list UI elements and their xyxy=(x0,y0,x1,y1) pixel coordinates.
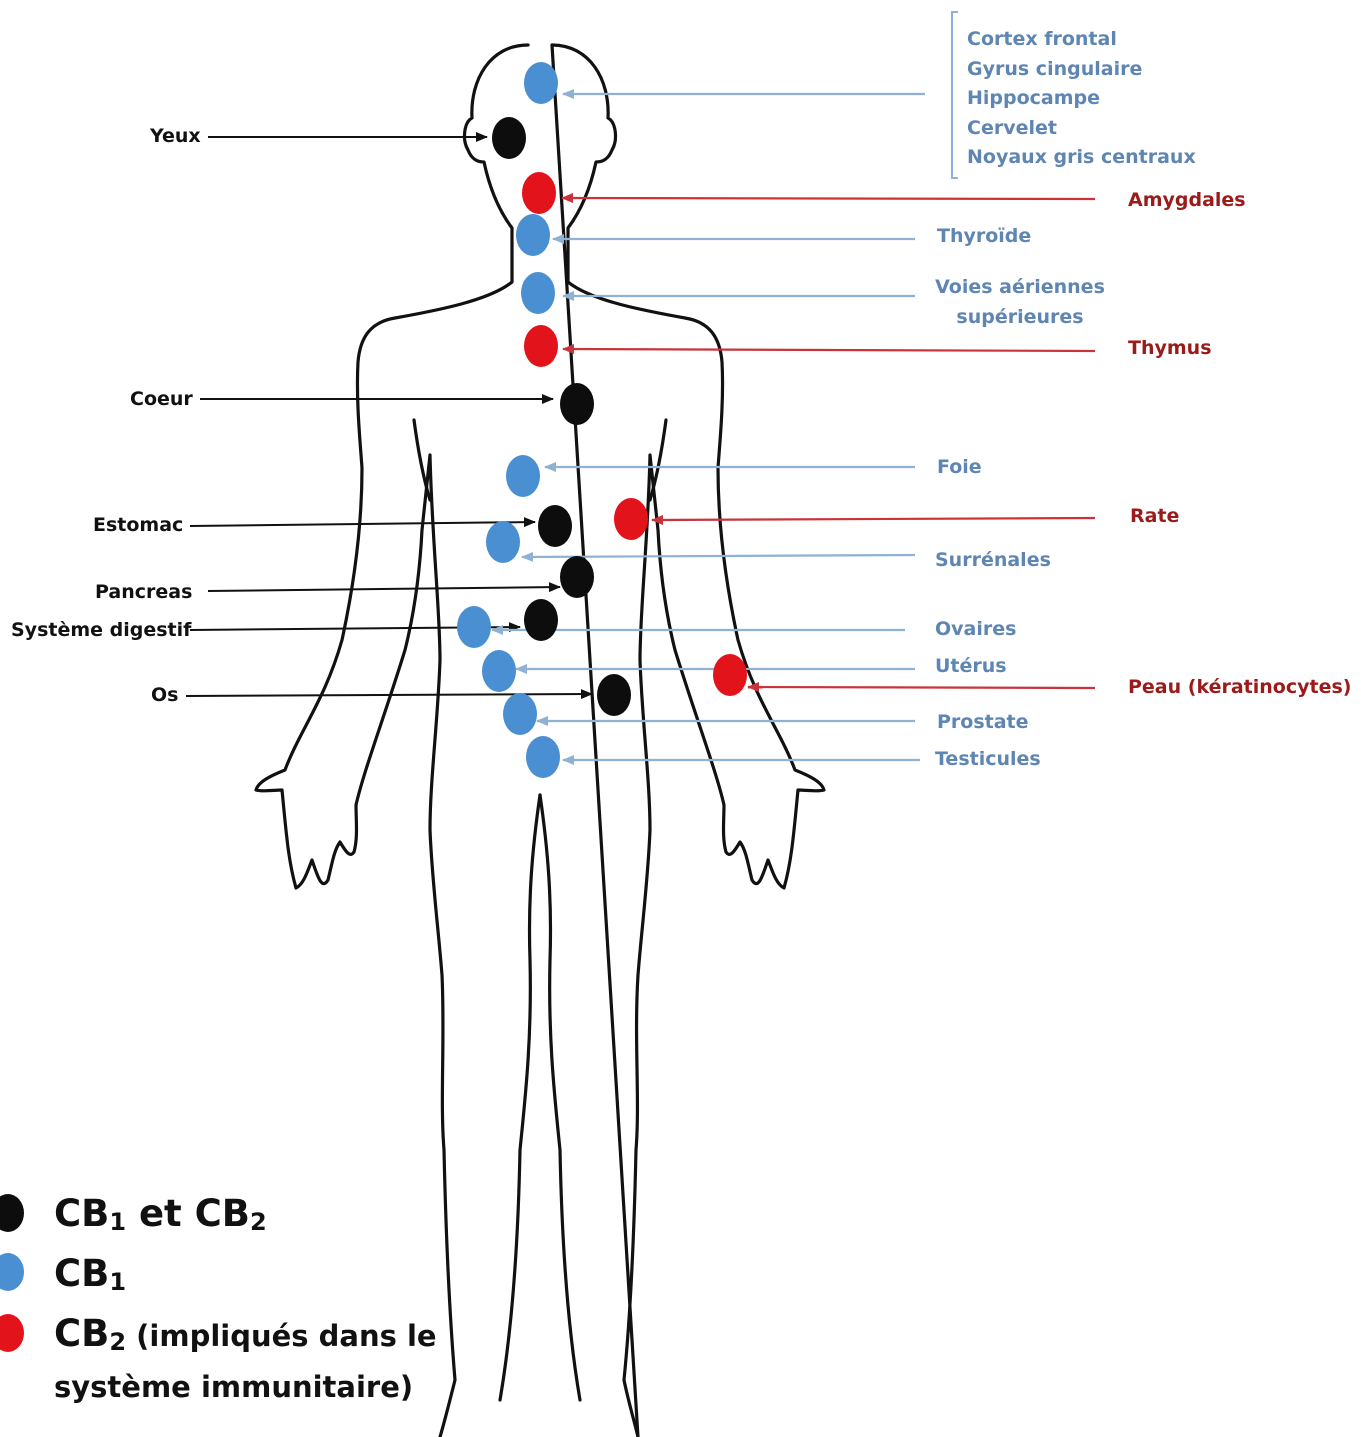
brain-bracket xyxy=(952,12,958,178)
brain-region: Hippocampe xyxy=(967,84,1196,114)
dot-thymus xyxy=(524,325,558,367)
legend-cb2-sub: 2 xyxy=(109,1328,126,1356)
label-voies-line1: Voies aériennes xyxy=(920,272,1120,302)
legend-cb1: CB1 xyxy=(54,1252,126,1296)
legend-cb1-cb: CB xyxy=(54,1252,109,1295)
dot-ovaires xyxy=(457,606,491,648)
dot-cortex xyxy=(524,62,558,104)
label-peau: Peau (kératinocytes) xyxy=(1128,678,1351,697)
dot-thyroide xyxy=(516,214,550,256)
dot-os xyxy=(597,674,631,716)
dot-surrenales xyxy=(486,521,520,563)
label-ovaires: Ovaires xyxy=(935,620,1016,639)
dot-rate xyxy=(614,498,648,540)
dot-prostate xyxy=(503,693,537,735)
left-armpit xyxy=(414,420,430,500)
legend-both-sub1: 1 xyxy=(109,1208,126,1236)
arrow-os xyxy=(186,694,592,696)
dots-layer xyxy=(457,62,747,778)
legend-cb1-sub: 1 xyxy=(109,1268,126,1296)
dot-peau xyxy=(713,654,747,696)
dot-amygdales xyxy=(522,172,556,214)
brain-region: Cortex frontal xyxy=(967,25,1196,55)
label-systeme-digestif: Système digestif xyxy=(11,621,191,640)
leg-divider-2 xyxy=(500,795,540,1400)
arrow-amygdales xyxy=(562,198,1095,199)
dot-testicules xyxy=(526,736,560,778)
label-thyroide: Thyroïde xyxy=(937,227,1031,246)
legend-cb2-desc2: système immunitaire) xyxy=(54,1370,413,1404)
label-amygdales: Amygdales xyxy=(1128,191,1246,210)
label-testicules: Testicules xyxy=(935,750,1041,769)
label-rate: Rate xyxy=(1130,507,1179,526)
legend-both: CB1 et CB2 xyxy=(54,1192,267,1236)
arrow-pancreas xyxy=(208,587,560,591)
brain-region: Noyaux gris centraux xyxy=(967,143,1196,173)
label-coeur: Coeur xyxy=(130,390,193,409)
leg-divider xyxy=(540,795,580,1400)
dot-coeur xyxy=(560,383,594,425)
arrow-peau xyxy=(748,687,1095,688)
dot-estomac xyxy=(538,505,572,547)
legend-cb2-desc1: (impliqués dans le xyxy=(126,1319,437,1353)
label-estomac: Estomac xyxy=(93,516,183,535)
label-thymus: Thymus xyxy=(1128,339,1212,358)
label-prostate: Prostate xyxy=(937,713,1029,732)
legend-dot-cb1 xyxy=(0,1253,24,1291)
legend-both-sub2: 2 xyxy=(250,1208,267,1236)
label-surrenales: Surrénales xyxy=(935,551,1051,570)
dot-uterus xyxy=(482,650,516,692)
dot-yeux xyxy=(492,117,526,159)
label-yeux: Yeux xyxy=(150,127,201,146)
brain-region: Cervelet xyxy=(967,114,1196,144)
dot-foie xyxy=(506,455,540,497)
legend-both-cb: CB xyxy=(54,1192,109,1235)
label-uterus: Utérus xyxy=(935,657,1007,676)
label-voies-line2: supérieures xyxy=(920,302,1120,332)
legend-dot-cb2 xyxy=(0,1314,24,1352)
legend-dot-both xyxy=(0,1194,24,1232)
arrow-estomac xyxy=(190,522,535,526)
dot-voies xyxy=(521,272,555,314)
legend-cb2-cb: CB xyxy=(54,1312,109,1355)
label-foie: Foie xyxy=(937,458,982,477)
label-voies-aeriennes: Voies aériennes supérieures xyxy=(920,272,1120,332)
right-armpit xyxy=(650,420,666,500)
label-os: Os xyxy=(151,686,178,705)
legend-both-et: et CB xyxy=(126,1192,250,1235)
dot-pancreas xyxy=(560,556,594,598)
dot-digestif-both xyxy=(524,599,558,641)
brain-region: Gyrus cingulaire xyxy=(967,55,1196,85)
brain-regions-list: Cortex frontal Gyrus cingulaire Hippocam… xyxy=(967,25,1196,173)
arrow-thymus xyxy=(563,349,1095,351)
legend-cb2: CB2 (impliqués dans le xyxy=(54,1312,437,1356)
label-pancreas: Pancreas xyxy=(95,583,192,602)
